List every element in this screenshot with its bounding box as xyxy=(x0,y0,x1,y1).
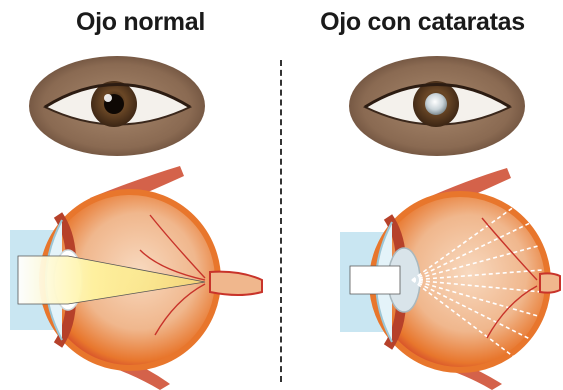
optic-nerve xyxy=(540,273,560,292)
panel-normal-eye: Ojo normal xyxy=(0,0,281,390)
panel-cataract-eye: Ojo con cataratas xyxy=(282,0,563,390)
normal-eye-illustration xyxy=(0,0,281,390)
eye-cross-section-cataract xyxy=(340,168,560,390)
eye-cross-section-normal xyxy=(10,166,262,390)
eye-highlight xyxy=(104,94,112,102)
cloudy-pupil xyxy=(425,93,447,115)
optic-nerve xyxy=(210,272,262,295)
eye-front-view-cataract xyxy=(349,56,525,156)
eye-front-view-normal xyxy=(29,56,205,156)
incoming-light xyxy=(350,266,400,294)
cataract-eye-illustration xyxy=(282,0,563,390)
